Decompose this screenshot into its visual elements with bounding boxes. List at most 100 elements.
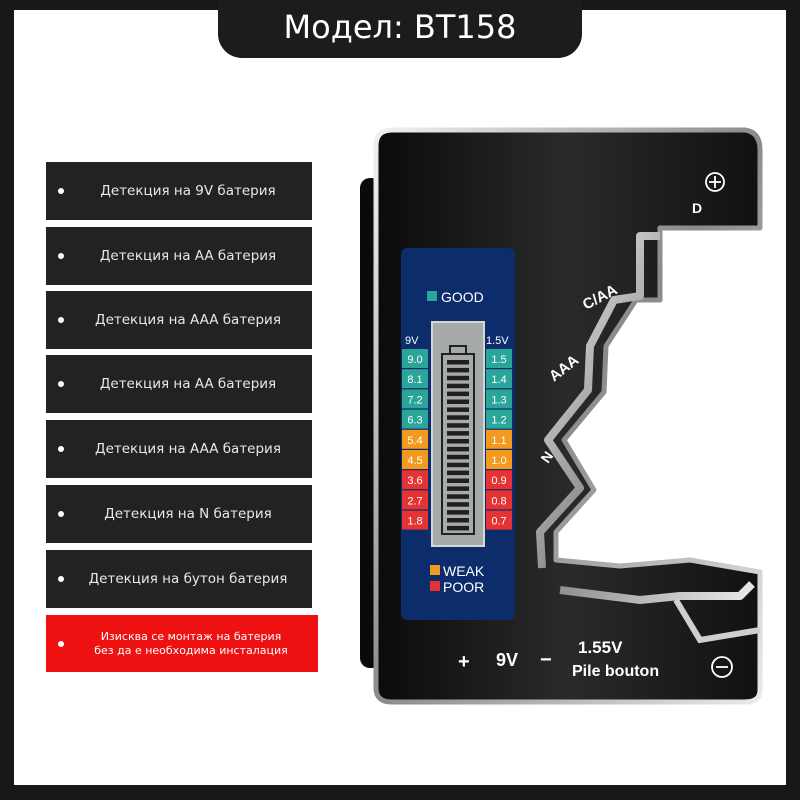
right-scale-cell <box>486 349 512 368</box>
good-swatch <box>427 291 437 301</box>
lcd-segment <box>447 502 469 507</box>
good-label: GOOD <box>441 289 484 305</box>
left-scale-header: 9V <box>405 335 419 347</box>
feature-label: Детекция на AAA батерия <box>95 441 281 457</box>
lcd-segment <box>447 423 469 428</box>
right-scale-header: 1.5V <box>486 335 509 347</box>
lcd-segment <box>447 367 469 373</box>
right-scale-cell <box>486 510 512 530</box>
bullet-icon <box>58 511 64 517</box>
plus-sign: + <box>458 651 470 673</box>
lcd-segment <box>447 462 469 468</box>
left-scale: 9.08.17.26.35.44.53.62.71.8 <box>402 349 428 530</box>
minus-sign: − <box>540 649 552 671</box>
weak-label: WEAK <box>443 563 485 579</box>
model-banner: Модел: BT158 <box>218 0 582 58</box>
left-scale-cell <box>402 409 428 429</box>
lcd-segment <box>447 415 469 420</box>
feature-item: Детекция на AAA батерия <box>46 291 312 349</box>
lcd-segment <box>447 360 469 365</box>
lcd-segment <box>447 399 469 404</box>
plus-terminal-icon <box>705 172 725 192</box>
poor-label: POOR <box>443 579 484 595</box>
lcd-segment <box>447 446 469 452</box>
lcd-segment <box>447 383 469 389</box>
note-label: Изисква се монтаж на батерия без да е не… <box>94 630 288 657</box>
lcd-segment <box>447 518 469 523</box>
feature-label: Детекция на AA батерия <box>99 376 277 392</box>
metal-contact-lower <box>673 598 761 644</box>
right-scale-cell <box>486 450 512 469</box>
lcd-segment <box>447 494 469 499</box>
left-scale-cell <box>402 470 428 490</box>
feature-item: Детекция на 9V батерия <box>46 162 312 220</box>
feature-item: Детекция на AA батерия <box>46 355 312 413</box>
bullet-icon <box>58 576 64 582</box>
lcd-segment <box>447 407 469 412</box>
feature-label: Детекция на бутон батерия <box>88 571 288 587</box>
right-scale-value: 1.1 <box>491 435 506 447</box>
left-scale-cell <box>402 510 428 530</box>
lcd-segment <box>447 470 469 476</box>
left-scale-value: 5.4 <box>407 435 422 447</box>
left-scale-value: 2.7 <box>407 495 422 507</box>
feature-item: Детекция на бутон батерия <box>46 550 312 608</box>
lcd-segment <box>447 439 469 444</box>
left-scale-cell <box>402 349 428 368</box>
right-scale-cell <box>486 470 512 490</box>
right-scale-cell <box>486 490 512 510</box>
feature-label: Детекция на 9V батерия <box>100 183 276 199</box>
volt-155-label: 1.55V <box>578 638 623 657</box>
bullet-icon <box>58 641 64 647</box>
battery-icon-body <box>441 353 475 535</box>
left-scale-value: 4.5 <box>407 455 422 467</box>
feature-label: Детекция на AA батерия <box>99 248 277 264</box>
bullet-icon <box>58 253 64 259</box>
right-scale-value: 1.5 <box>491 354 506 366</box>
left-scale-value: 3.6 <box>407 475 422 487</box>
feature-label: Детекция на N батерия <box>104 506 272 522</box>
metal-contact-edge <box>536 232 755 604</box>
lcd-segment <box>447 486 469 491</box>
lcd-segment <box>447 478 469 483</box>
right-scale-value: 0.8 <box>491 495 506 507</box>
lcd-segment <box>447 391 469 397</box>
lcd-segment <box>447 431 469 436</box>
right-scale-value: 1.2 <box>491 415 506 427</box>
right-scale-value: 1.4 <box>491 374 506 386</box>
installation-note: Изисква се монтаж на батерия без да е не… <box>46 615 318 672</box>
right-scale-cell <box>486 409 512 429</box>
right-scale-value: 0.7 <box>491 516 506 528</box>
left-scale-value: 7.2 <box>407 394 422 406</box>
minus-terminal-icon <box>711 656 733 678</box>
lcd-segment <box>447 454 469 460</box>
left-scale-cell <box>402 429 428 449</box>
left-scale-cell <box>402 450 428 469</box>
lcd-segment <box>447 375 469 381</box>
right-scale-cell <box>486 369 512 389</box>
right-scale-value: 1.0 <box>491 455 506 467</box>
lcd-segment <box>447 525 469 531</box>
lcd-segment <box>447 510 469 515</box>
weak-swatch <box>430 565 440 575</box>
model-title: Модел: BT158 <box>283 8 517 46</box>
volt-9v-label: 9V <box>496 650 518 670</box>
pile-bouton-label: Pile bouton <box>572 663 659 680</box>
left-scale-value: 1.8 <box>407 516 422 528</box>
left-scale-value: 6.3 <box>407 415 422 427</box>
poor-swatch <box>430 581 440 591</box>
left-scale-value: 9.0 <box>407 354 422 366</box>
left-scale-cell <box>402 389 428 409</box>
left-scale-cell <box>402 369 428 389</box>
bullet-icon <box>58 317 64 323</box>
right-scale-value: 1.3 <box>491 394 506 406</box>
feature-label: Детекция на AAA батерия <box>95 312 281 328</box>
bullet-icon <box>58 381 64 387</box>
right-scale-value: 0.9 <box>491 475 506 487</box>
bullet-icon <box>58 446 64 452</box>
slot-d-label: D <box>692 200 702 216</box>
left-scale-cell <box>402 490 428 510</box>
bullet-icon <box>58 188 64 194</box>
feature-item: Детекция на AA батерия <box>46 227 312 285</box>
